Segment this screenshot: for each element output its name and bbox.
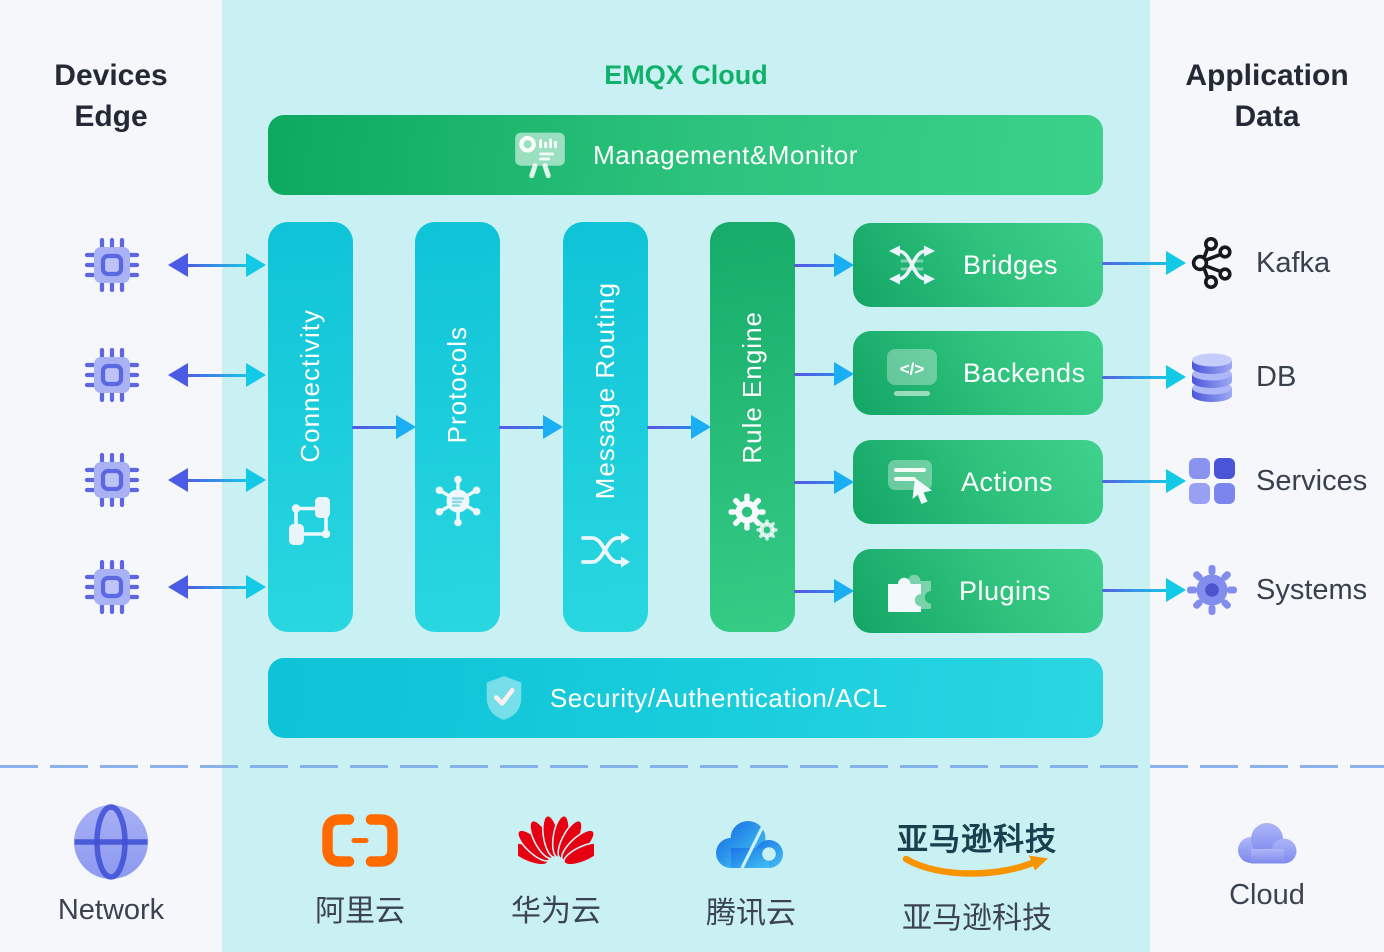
app-item-kafka: Kafka [1184, 236, 1330, 290]
application-title-line2: Data [1234, 99, 1300, 133]
bottom-item-alibaba-cloud-label: 阿里云 [315, 895, 405, 928]
link-nodes-icon [288, 496, 330, 545]
bidirectional-arrow [168, 362, 266, 388]
huawei-logo-icon [518, 814, 594, 866]
pillar-rule-engine-label: Rule Engine [737, 310, 767, 464]
output-arrow [1102, 364, 1186, 390]
output-backends-label: Backends [963, 357, 1086, 388]
output-backends: </> Backends [853, 331, 1103, 415]
output-plugins: Plugins [853, 549, 1103, 633]
app-item-kafka-label: Kafka [1256, 246, 1331, 279]
pillar-rule-engine: Rule Engine [710, 222, 795, 632]
output-arrow [1102, 468, 1186, 494]
database-icon [1184, 351, 1240, 403]
management-banner-label: Management&Monitor [593, 139, 858, 170]
flow-arrow [499, 414, 563, 440]
bottom-item-huawei-cloud: 华为云 [471, 808, 641, 930]
code-icon-text: </> [900, 360, 925, 379]
tencent-cloud-logo-icon [716, 821, 783, 869]
cloud-icon [1238, 823, 1297, 864]
security-banner: Security/Authentication/ACL [268, 658, 1103, 738]
flow-arrow [794, 361, 854, 387]
pillar-protocols-label: Protocols [442, 326, 472, 444]
bottom-item-cloud: Cloud [1182, 819, 1352, 912]
gear-icon [1184, 564, 1240, 616]
app-item-db-label: DB [1256, 360, 1297, 393]
flow-arrow [352, 414, 416, 440]
dashboard-monitor-icon [515, 132, 565, 179]
pillar-message-routing-label: Message Routing [590, 282, 620, 500]
application-title-line1: Application [1185, 59, 1349, 92]
devices-title-line1: Devices [54, 59, 168, 92]
output-actions: Actions [853, 440, 1103, 524]
bottom-item-network: Network [26, 802, 196, 927]
app-item-systems: Systems [1184, 563, 1367, 617]
app-item-services: Services [1184, 454, 1367, 508]
bottom-item-huawei-cloud-label: 华为云 [511, 895, 601, 928]
puzzle-icon [888, 574, 931, 612]
devices-title-line2: Edge [74, 99, 148, 133]
amazon-logo-text: 亚马逊科技 [897, 822, 1057, 857]
amazon-smile-logo-icon: 亚马逊科技 [897, 814, 1057, 881]
bidirectional-arrow [168, 574, 266, 600]
kafka-icon [1184, 236, 1240, 290]
chip-icon [84, 452, 140, 508]
output-arrow [1102, 577, 1186, 603]
code-icon: </> [887, 349, 937, 396]
shield-check-icon [486, 676, 522, 720]
output-arrow [1102, 250, 1186, 276]
flow-arrow [794, 252, 854, 278]
chip-icon [84, 559, 140, 615]
application-data-title: Application Data [1150, 56, 1384, 137]
output-actions-label: Actions [961, 466, 1054, 497]
flow-arrow [647, 414, 711, 440]
bottom-item-amazon: 亚马逊科技 亚马逊科技 [872, 814, 1082, 937]
dashed-divider [0, 765, 1384, 768]
bottom-item-tencent-cloud: 腾讯云 [666, 816, 836, 932]
bottom-item-cloud-label: Cloud [1229, 879, 1305, 911]
output-bridges: Bridges [853, 223, 1103, 307]
alibaba-cloud-logo-icon [322, 814, 398, 867]
bottom-item-alibaba-cloud: 阿里云 [275, 812, 445, 930]
app-item-db: DB [1184, 350, 1296, 404]
bidirectional-arrow [168, 467, 266, 493]
chip-icon [84, 237, 140, 293]
bottom-item-amazon-label: 亚马逊科技 [902, 902, 1052, 935]
app-item-systems-label: Systems [1256, 573, 1368, 606]
management-banner: Management&Monitor [268, 115, 1103, 195]
pillar-connectivity: Connectivity [268, 222, 353, 632]
pillar-connectivity-label: Connectivity [295, 309, 325, 463]
emqx-cloud-title: EMQX Cloud [604, 60, 768, 90]
pillar-message-routing: Message Routing [563, 222, 648, 632]
grid-icon [1184, 457, 1240, 505]
bottom-item-tencent-cloud-label: 腾讯云 [706, 897, 796, 930]
gears-icon [728, 493, 777, 541]
flow-arrow [794, 578, 854, 604]
output-plugins-label: Plugins [959, 575, 1052, 606]
devices-edge-title: Devices Edge [0, 56, 222, 137]
globe-icon [74, 804, 148, 880]
chip-icon [84, 347, 140, 403]
pillar-protocols: Protocols [415, 222, 500, 632]
bidirectional-arrow [168, 252, 266, 278]
app-item-services-label: Services [1256, 464, 1368, 497]
output-bridges-label: Bridges [963, 249, 1059, 280]
hub-spokes-icon [435, 475, 480, 526]
message-cursor-icon [888, 460, 932, 504]
bottom-item-network-label: Network [57, 894, 165, 926]
flow-arrow [794, 469, 854, 495]
security-banner-label: Security/Authentication/ACL [549, 682, 888, 713]
weave-arrows-icon [889, 245, 935, 285]
shuffle-arrows-icon [580, 532, 630, 568]
amazon-smile-arrow-icon [902, 855, 1048, 877]
